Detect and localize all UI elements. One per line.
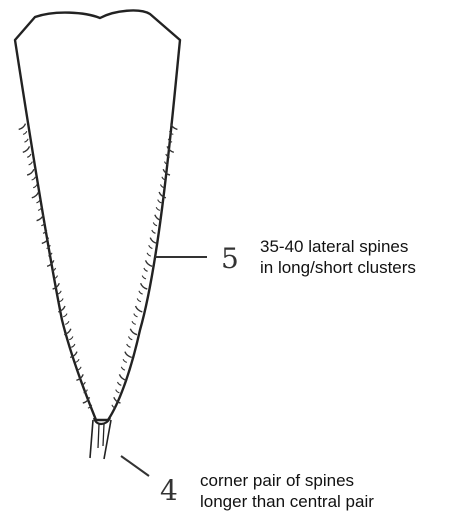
corner-spines-note: corner pair of spines longer than centra…	[200, 470, 374, 512]
corner-spines-note-line-2: longer than central pair	[200, 491, 374, 512]
left-lateral-spine	[37, 215, 44, 221]
left-lateral-spine	[32, 192, 39, 198]
label-number-4: 4	[160, 474, 178, 507]
label-number-5: 5	[221, 242, 239, 275]
corner-spine-left	[90, 420, 93, 458]
central-spine-left	[98, 424, 99, 448]
leader-line-4	[121, 456, 149, 476]
left-lateral-spine	[29, 162, 33, 165]
left-lateral-spine	[32, 177, 36, 180]
lateral-spines-note-line-1: 35-40 lateral spines	[260, 236, 416, 257]
left-lateral-spine	[23, 146, 30, 152]
central-spine-right	[103, 424, 104, 446]
left-lateral-spine	[24, 139, 28, 142]
left-lateral-spine	[27, 154, 31, 157]
corner-spines-note-line-1: corner pair of spines	[200, 470, 374, 491]
left-lateral-spine	[23, 131, 27, 134]
left-lateral-spine	[19, 124, 26, 130]
corner-spine-right	[104, 420, 111, 459]
lateral-spines-note-line-2: in long/short clusters	[260, 257, 416, 278]
left-lateral-spine	[27, 169, 34, 175]
lateral-spines-note: 35-40 lateral spines in long/short clust…	[260, 236, 416, 278]
left-lateral-spine	[36, 200, 40, 203]
left-lateral-spine	[33, 184, 37, 187]
